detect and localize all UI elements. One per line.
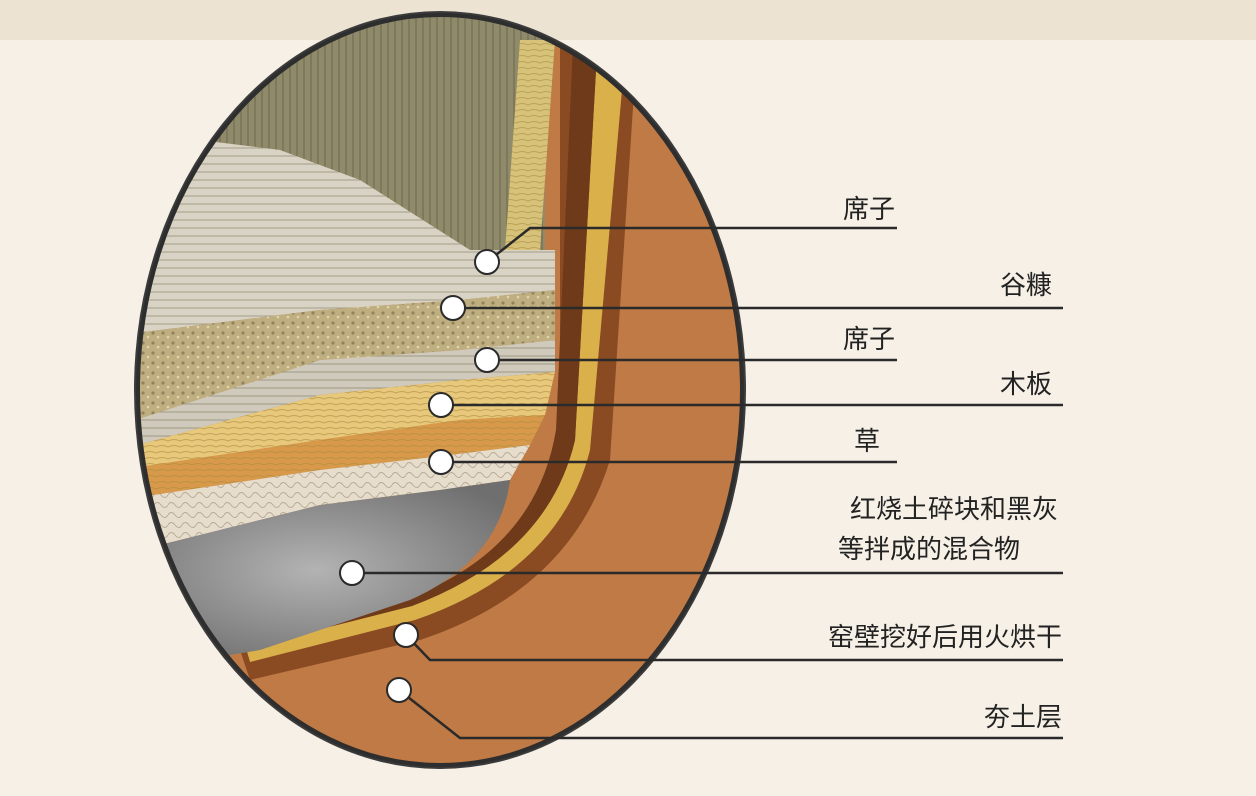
label-chaff: 谷糠: [1000, 271, 1052, 301]
label-straw: 草: [854, 427, 880, 457]
label-wall: 窑壁挖好后用火烘干: [828, 623, 1062, 653]
label-board: 木板: [1000, 370, 1052, 400]
marker-chaff: [440, 295, 466, 321]
label-mat-2: 席子: [843, 325, 895, 355]
label-mixture-line1: 红烧土碎块和黑灰: [850, 495, 1058, 525]
label-mixture-line2: 等拌成的混合物: [838, 535, 1020, 565]
marker-board: [428, 392, 454, 418]
marker-rammed: [386, 677, 412, 703]
marker-mat-top: [474, 249, 500, 275]
leader-rammed: [398, 689, 1063, 740]
mixture-layer: [138, 480, 510, 660]
top-decorative-band: [0, 0, 1256, 40]
leader-mat-top: [486, 226, 897, 263]
layer-labels: 席子 谷糠 席子 木板 草 红烧土碎块和黑灰 等拌成的混合物 窑壁挖好后用火烘干…: [828, 195, 1062, 733]
label-mat-top: 席子: [843, 195, 895, 225]
marker-straw: [428, 449, 454, 475]
marker-wall: [393, 622, 419, 648]
label-rammed: 夯土层: [984, 703, 1062, 733]
marker-dots: [339, 249, 500, 703]
marker-mixture: [339, 560, 365, 586]
marker-mat-2: [474, 347, 500, 373]
leader-lines: [352, 226, 1063, 740]
